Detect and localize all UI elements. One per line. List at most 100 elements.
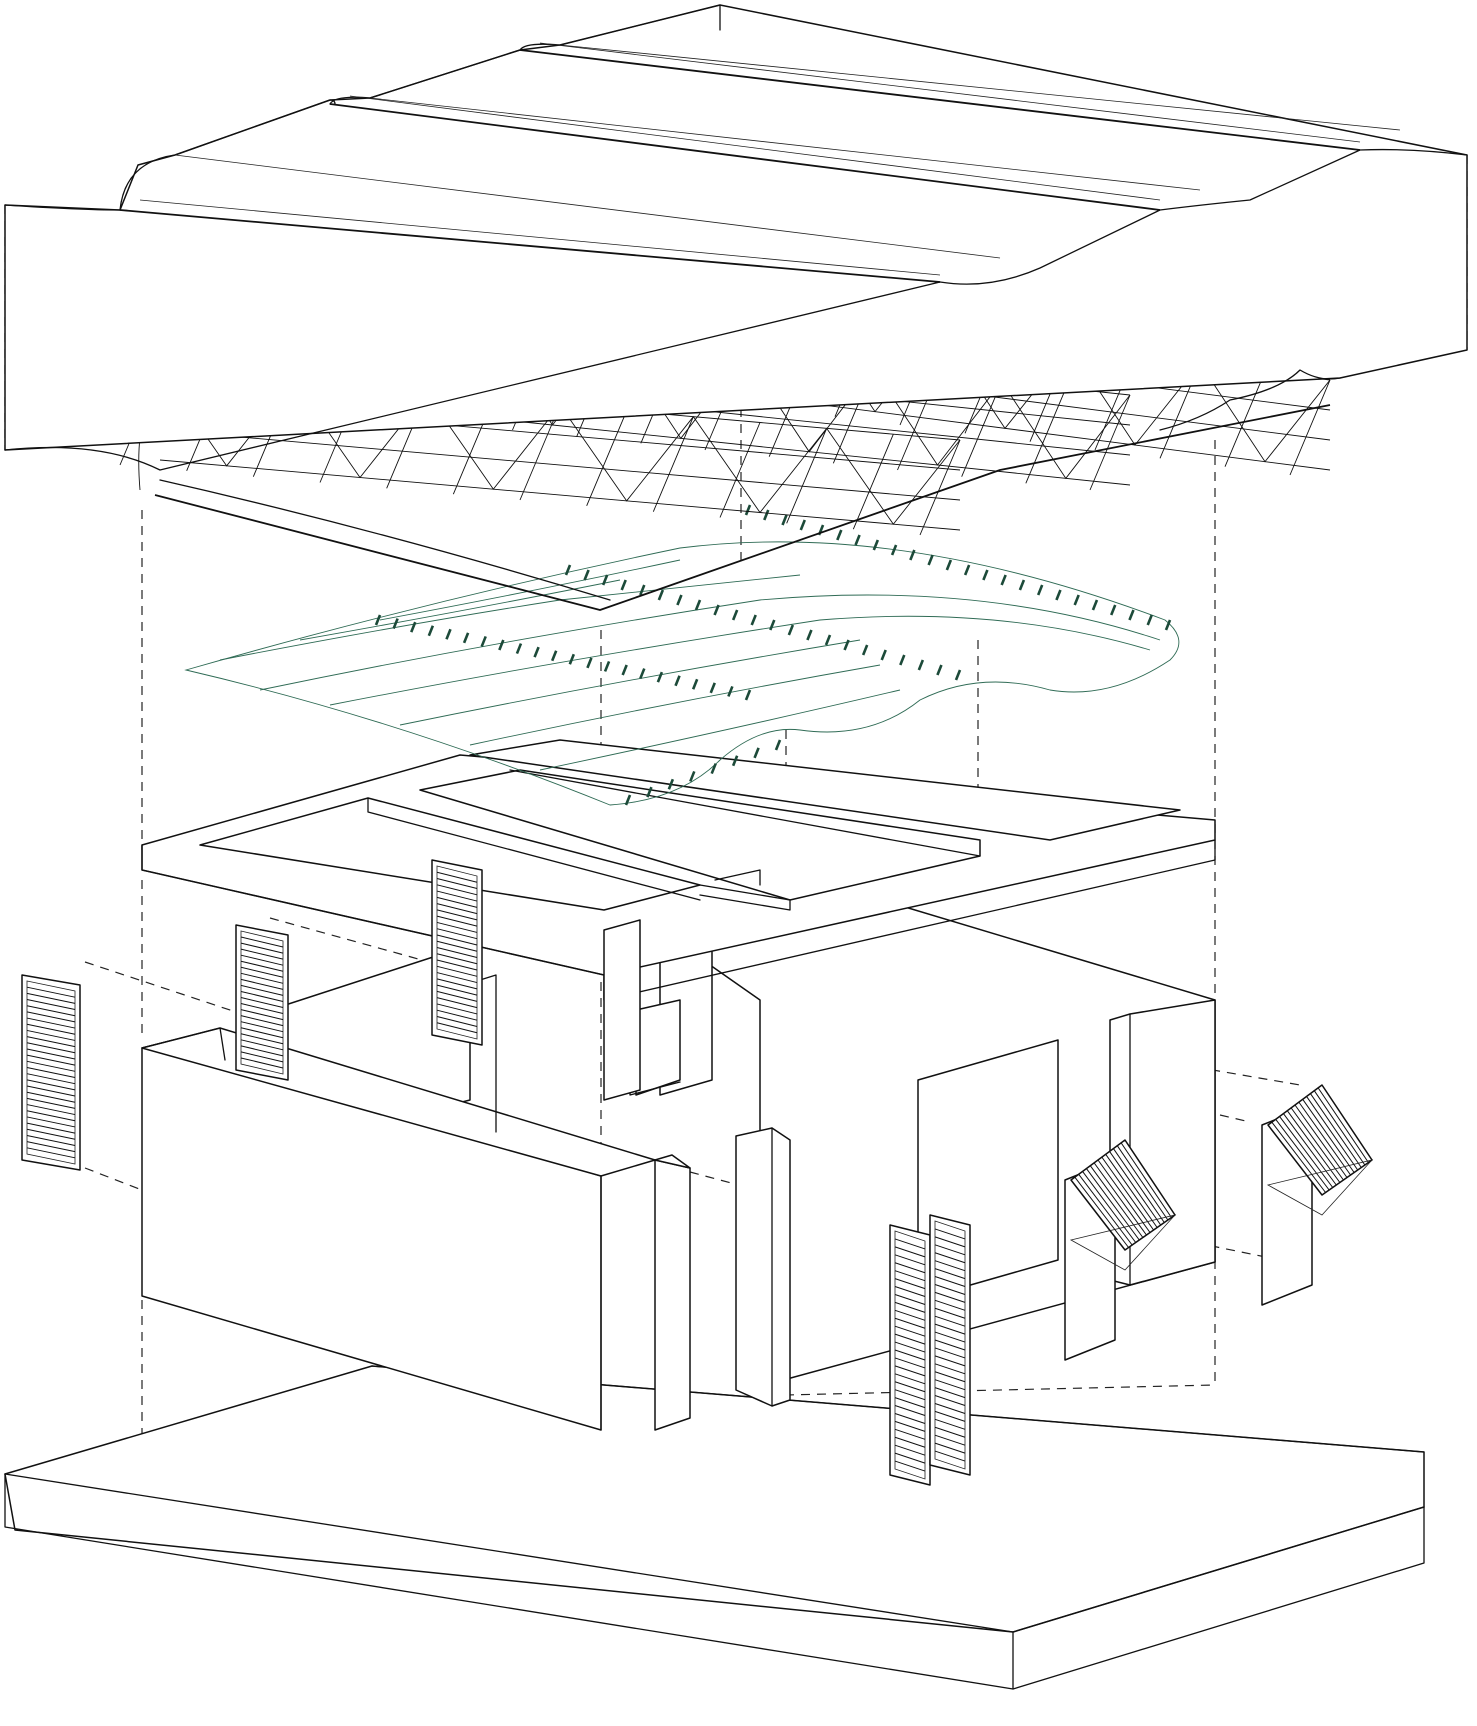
membrane-tick (694, 599, 702, 611)
membrane-tick (806, 629, 813, 641)
membrane-tick (774, 739, 782, 751)
truss-rib (586, 410, 628, 507)
truss-bottom-chord (154, 404, 1331, 611)
membrane-tick (621, 664, 628, 676)
membrane-tick (843, 639, 850, 651)
membrane-tick (854, 534, 861, 546)
membrane-tick (927, 554, 934, 566)
corrugated-roof (4, 4, 1468, 471)
membrane-tick (639, 584, 646, 596)
membrane-tick (781, 514, 788, 526)
truss-rib (852, 433, 894, 530)
membrane-tick (1073, 594, 1080, 606)
membrane-tick (583, 569, 590, 581)
membrane-tick (753, 747, 760, 759)
membrane-tick (676, 594, 683, 606)
membrane-tick (954, 669, 962, 681)
shutter-front-double-b (929, 1214, 971, 1476)
truss-chord (159, 429, 961, 501)
membrane-tick (374, 614, 382, 626)
membrane-tick (744, 504, 752, 516)
truss-rib (1025, 388, 1067, 484)
membrane-tick (731, 755, 739, 767)
membrane-tick (564, 564, 572, 576)
membrane-tick (624, 794, 632, 806)
membrane-tick (872, 539, 880, 551)
membrane-tick (691, 678, 699, 690)
truss-rib (652, 416, 694, 512)
membrane-tick (620, 579, 627, 591)
membrane-tick (824, 634, 832, 646)
membrane-tick (1018, 579, 1026, 591)
membrane-tick (1000, 574, 1007, 586)
membrane-tick (498, 639, 505, 651)
roof-slab-frame (141, 739, 1216, 1101)
truss-rib (719, 422, 761, 518)
membrane-tick (982, 569, 989, 581)
membrane-tick (917, 659, 925, 671)
membrane-tick (410, 621, 417, 633)
membrane-tick (646, 786, 653, 798)
membrane-tick (899, 654, 906, 666)
membrane-tick (713, 604, 720, 616)
membrane-tick (799, 519, 806, 531)
shutter-open-right-b (1261, 1084, 1374, 1306)
membrane-tick (890, 544, 898, 556)
membrane-tick (709, 682, 716, 694)
membrane-tick (763, 509, 770, 521)
membrane-tick (674, 675, 681, 687)
membrane-tick (533, 646, 540, 658)
membrane-tick (515, 643, 523, 655)
membrane-tick (657, 589, 665, 601)
membrane-tick (462, 632, 470, 644)
membrane-tick (445, 628, 452, 640)
membrane-tick (667, 778, 675, 790)
membrane-tick (1036, 584, 1044, 596)
truss-edge (159, 479, 611, 601)
membrane-tick (656, 671, 664, 683)
membrane-tick (392, 618, 399, 630)
membrane-tick (861, 644, 869, 656)
membrane-tick (787, 624, 795, 636)
membrane-tick (1091, 599, 1099, 611)
membrane-tick (1146, 614, 1153, 626)
truss-rib (1224, 371, 1266, 467)
shutter-front-double-a (889, 1224, 931, 1486)
truss-rib (919, 439, 961, 536)
membrane-tick (963, 564, 971, 576)
truss-rib (786, 428, 828, 524)
membrane-tick (689, 770, 696, 782)
membrane-tick (909, 549, 916, 561)
membrane-tick (568, 653, 576, 665)
membrane-tick (1055, 589, 1062, 601)
shutter-left-tall (235, 924, 289, 1081)
truss-chord (159, 459, 961, 531)
membrane-tick (769, 619, 776, 631)
shutter-left-upper (431, 859, 483, 1046)
membrane-tick (1128, 609, 1135, 621)
walls (141, 869, 1216, 1431)
membrane-tick (601, 574, 609, 586)
ceiling-membrane (184, 504, 1180, 806)
shutter-far-left (21, 974, 81, 1171)
membrane-tick (936, 664, 943, 676)
louvered-shutters (21, 859, 1374, 1486)
membrane-tick (1110, 604, 1117, 616)
membrane-tick (710, 763, 717, 775)
membrane-tick (836, 529, 843, 541)
membrane-tick (945, 559, 953, 571)
shutter-open-right-a (1064, 1139, 1177, 1361)
membrane-tick (1164, 619, 1172, 631)
membrane-tick (550, 650, 558, 662)
membrane-tick (744, 689, 752, 701)
base-platform (4, 1365, 1425, 1690)
membrane-tick (586, 657, 593, 669)
membrane-tick (603, 660, 611, 672)
membrane-tick (639, 668, 646, 680)
membrane-tick (750, 614, 757, 626)
membrane-tick (727, 685, 734, 697)
truss-rib (1089, 394, 1131, 491)
membrane-tick (480, 635, 487, 647)
